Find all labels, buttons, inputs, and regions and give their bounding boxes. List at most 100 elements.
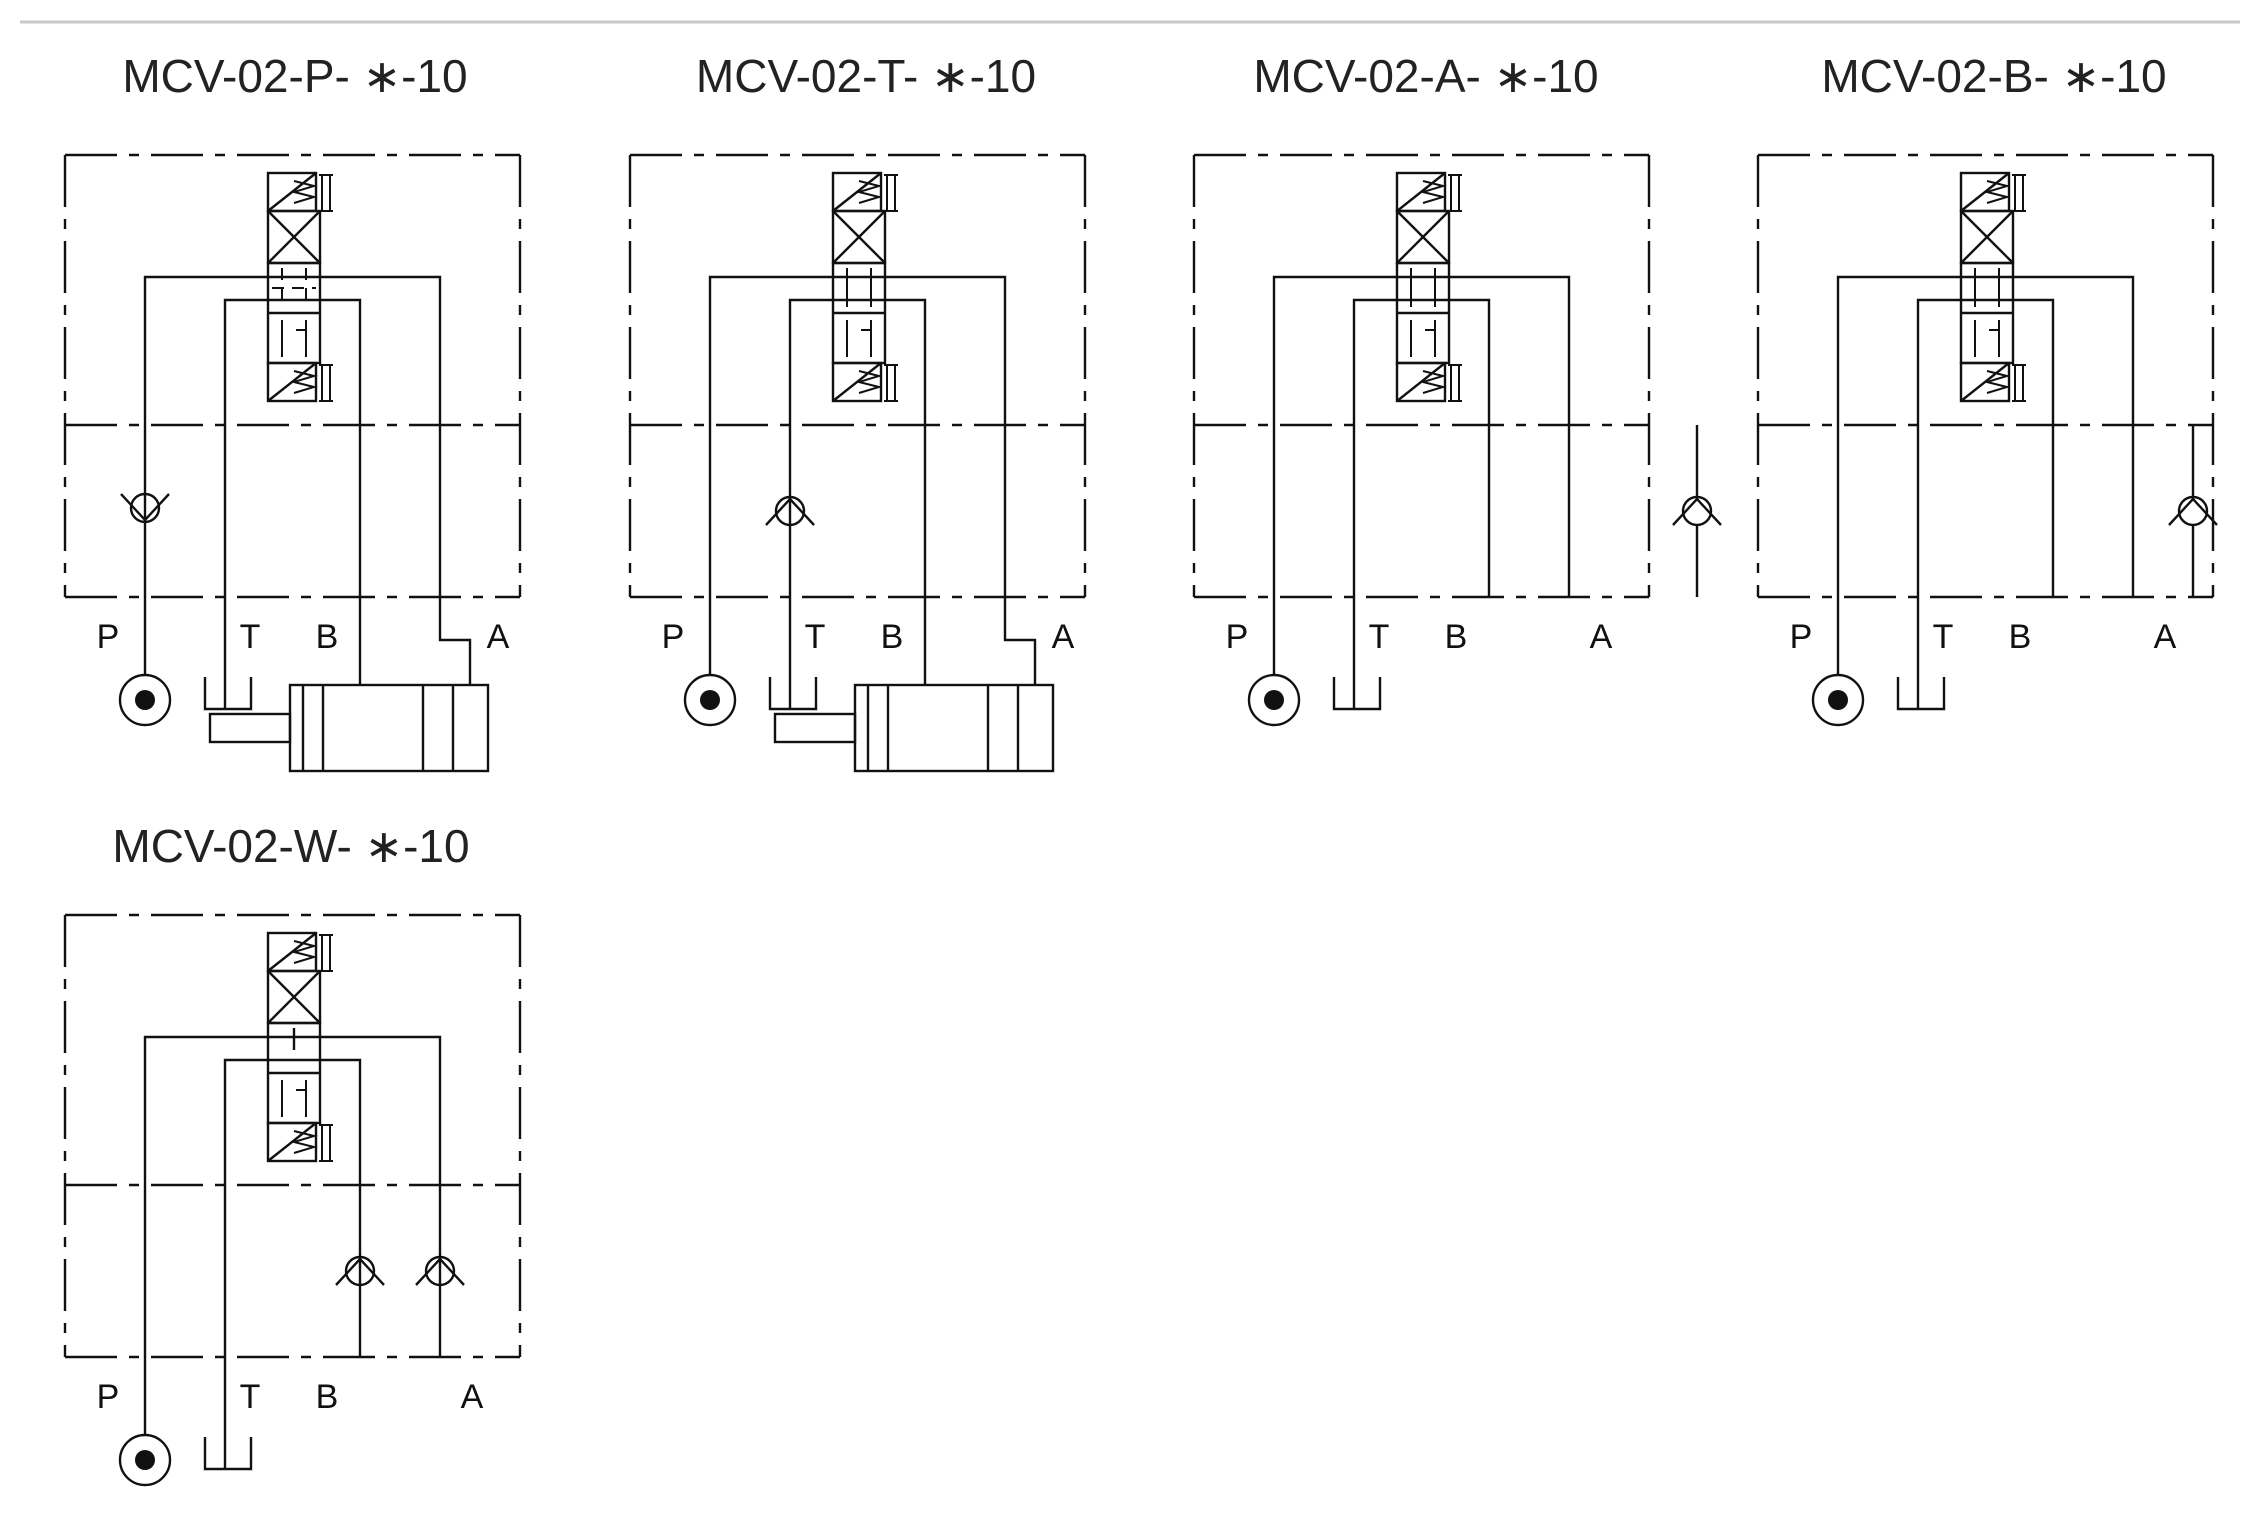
cylinder-actuator-icon [773, 683, 1055, 773]
spring-symbol [855, 180, 883, 204]
port-label-a: A [1590, 618, 1613, 656]
check-valve-ball [344, 1255, 376, 1287]
tank-icon [1896, 677, 1946, 711]
check-valve-seat [1672, 497, 1722, 526]
valve-cross-line [267, 970, 321, 1024]
check-valve-seat [335, 1257, 385, 1286]
line-p-to-a [143, 275, 442, 597]
port-label-t: T [240, 1378, 261, 1416]
port-label-a: A [487, 618, 510, 656]
solenoid-bottom-icon [266, 361, 333, 403]
port-label-t: T [1933, 618, 1954, 656]
check-valve-ball [424, 1255, 456, 1287]
actuator-line-a [438, 597, 472, 685]
solenoid-bottom-icon [1959, 361, 2026, 403]
line-t-to-b [1916, 298, 2055, 597]
pump-icon [1247, 673, 1301, 727]
port-label-b: B [316, 618, 339, 656]
pump-icon [1811, 673, 1865, 727]
port-label-p: P [97, 1378, 120, 1416]
check-valve-icon [765, 495, 815, 527]
spring-symbol [290, 940, 318, 964]
valve-cross-line [832, 210, 886, 264]
actuator-line-a [1003, 597, 1037, 685]
line-p-to-a [708, 275, 1007, 597]
check-valve-icon [120, 492, 170, 524]
valve-cross-line [267, 210, 321, 264]
pump-inner-dot [1828, 690, 1848, 710]
valve-cross-line [1960, 210, 2014, 264]
line-t-to-b [1352, 298, 1491, 597]
solenoid-box [266, 361, 318, 403]
solenoid-top-icon [1959, 171, 2026, 213]
solenoid-bottom-icon [266, 1121, 333, 1163]
spring-symbol [1419, 180, 1447, 204]
port-label-p: P [1790, 618, 1813, 656]
port-label-t: T [1369, 618, 1390, 656]
cylinder-actuator-icon [208, 683, 490, 773]
tank-icon [1332, 677, 1382, 711]
spring-symbol [290, 1130, 318, 1154]
diagram-title: MCV-02-B- ∗-10 [1821, 50, 2166, 102]
tank-icon [203, 1437, 253, 1471]
port-label-a: A [461, 1378, 484, 1416]
tank-icon [768, 677, 818, 711]
line-p-to-a [1272, 275, 1571, 597]
line-p-to-a [143, 1035, 442, 1357]
check-valve-seat [415, 1257, 465, 1286]
pump-inner-dot [135, 1450, 155, 1470]
valve-cross-line [1396, 210, 1450, 264]
check-valve-icon [415, 1255, 465, 1287]
solenoid-top-icon [831, 171, 898, 213]
pump-inner-dot [135, 690, 155, 710]
spring-symbol [1419, 370, 1447, 394]
solenoid-box [266, 1121, 318, 1163]
cylinder-barrel [853, 683, 1055, 773]
diagram-title: MCV-02-A- ∗-10 [1253, 50, 1598, 102]
line-t-to-b [223, 298, 362, 597]
diagram-title: MCV-02-P- ∗-10 [122, 50, 467, 102]
port-label-t: T [805, 618, 826, 656]
solenoid-bottom-icon [1395, 361, 1462, 403]
piston-rod [773, 712, 857, 744]
tank-icon [203, 677, 253, 711]
pump-icon [683, 673, 737, 727]
pump-inner-dot [1264, 690, 1284, 710]
pump-inner-dot [700, 690, 720, 710]
solenoid-top-icon [266, 931, 333, 973]
check-valve-icon [2168, 495, 2218, 527]
diagram-title: MCV-02-T- ∗-10 [696, 50, 1036, 102]
check-valve-seat [765, 497, 815, 526]
spring-symbol [1983, 180, 2011, 204]
solenoid-bottom-icon [831, 361, 898, 403]
spring-symbol [1983, 370, 2011, 394]
spring-symbol [290, 180, 318, 204]
check-valve-seat [2168, 497, 2218, 526]
solenoid-box [831, 361, 883, 403]
line-t-to-b [223, 1058, 362, 1357]
diagram-mcv-02-b: MCV-02-B- ∗-10 P T B A [1756, 50, 2218, 727]
pump-icon [118, 1433, 172, 1487]
port-label-a: A [2154, 618, 2177, 656]
check-valve-ball [774, 495, 806, 527]
solenoid-top-icon [266, 171, 333, 213]
spring-symbol [855, 370, 883, 394]
piston-rod [208, 712, 292, 744]
check-valve-icon [335, 1255, 385, 1287]
port-label-b: B [2009, 618, 2032, 656]
solenoid-box [1959, 361, 2011, 403]
solenoid-box [1395, 361, 1447, 403]
line-p-to-a [1836, 275, 2135, 597]
pump-icon [118, 673, 172, 727]
line-t-to-b [788, 298, 927, 597]
port-label-p: P [662, 618, 685, 656]
